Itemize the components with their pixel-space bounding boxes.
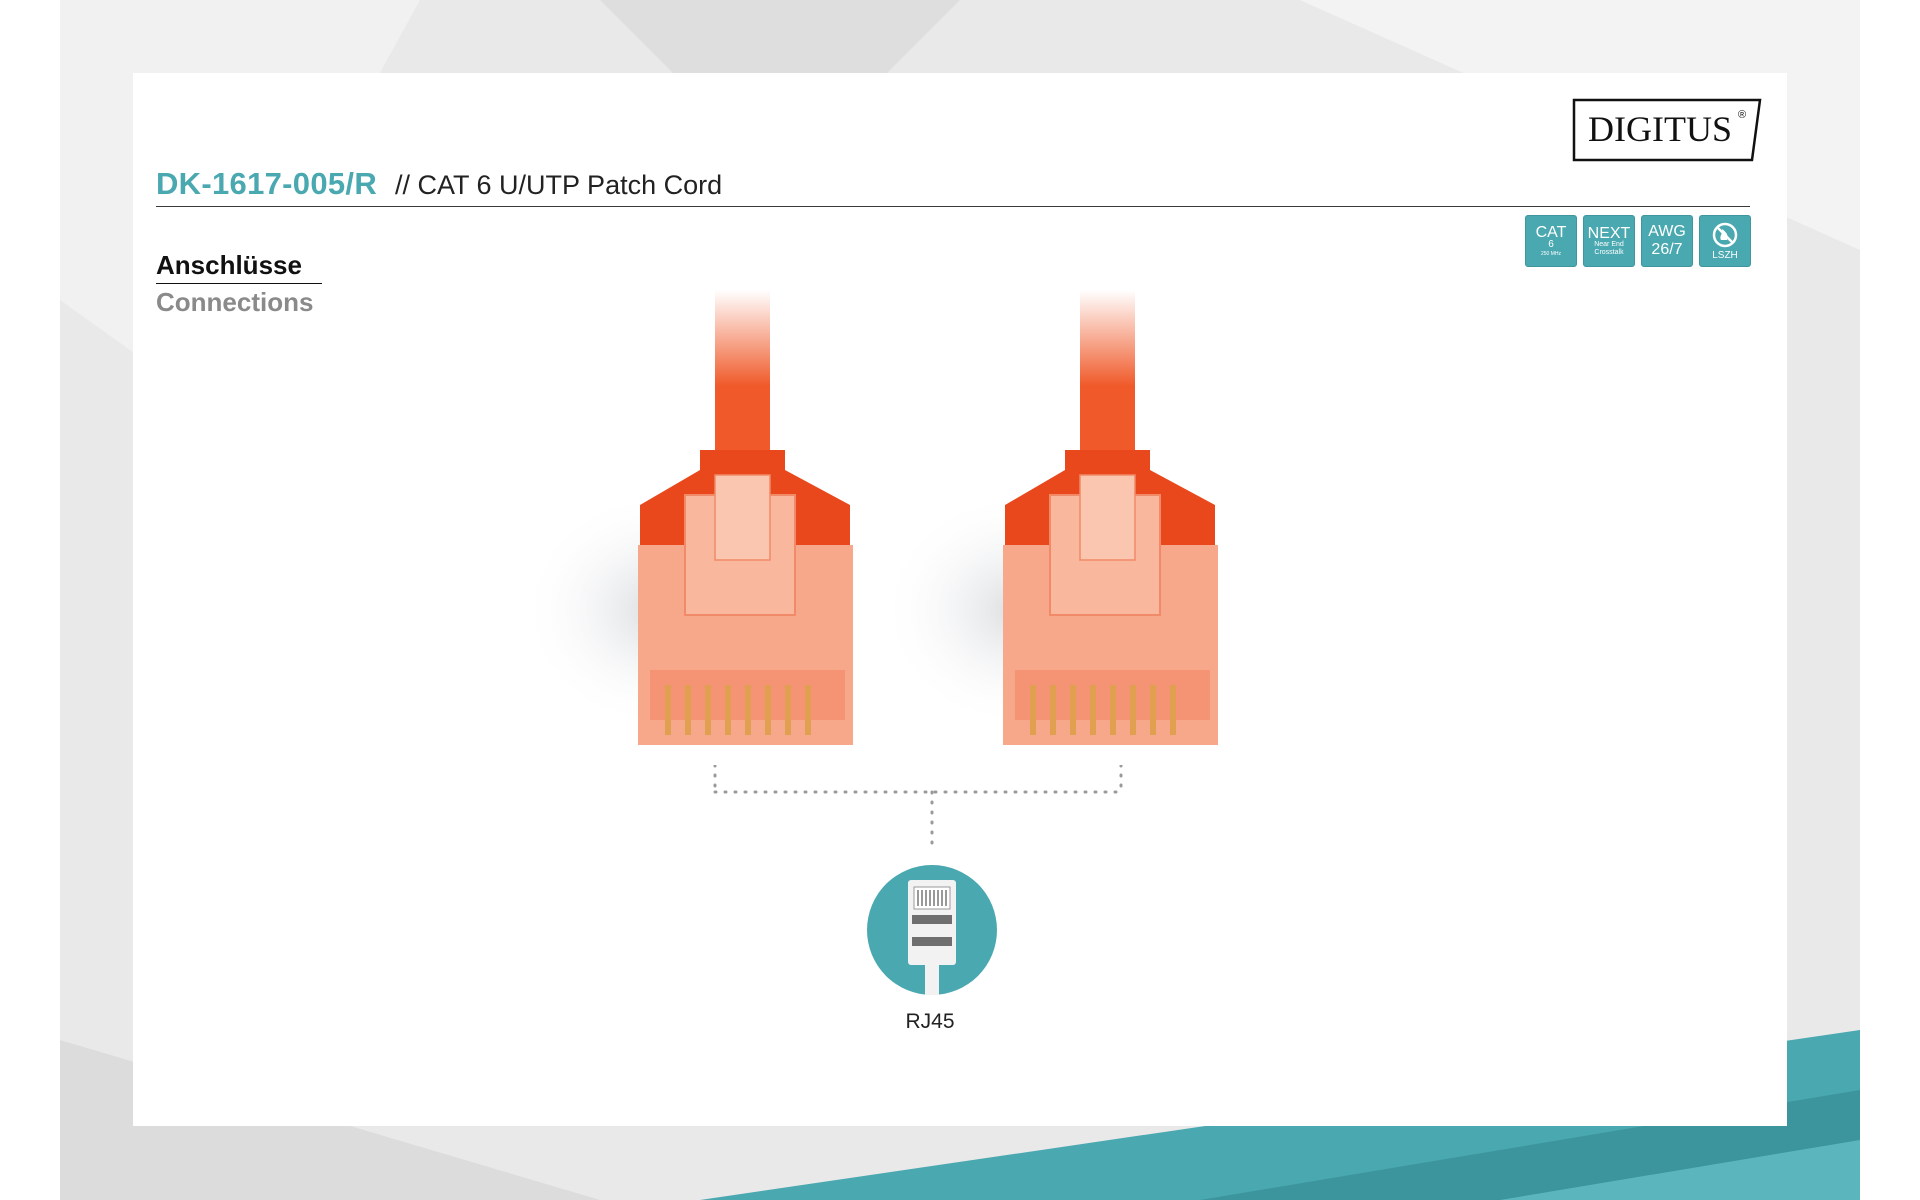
connection-diagram — [713, 765, 1123, 995]
logo-registered: ® — [1738, 109, 1746, 121]
badge-cat-freq: 250 MHz — [1540, 250, 1561, 257]
lszh-badge-icon: LSZH — [1699, 215, 1751, 267]
logo-text: DIGITUS — [1588, 109, 1732, 149]
product-model: DK-1617-005/R — [156, 166, 378, 201]
left-plug — [638, 290, 853, 745]
rj45-label: RJ45 — [905, 1010, 955, 1033]
rj45-plugs-illustration — [520, 290, 1218, 745]
cat6-badge-icon: CAT 6 250 MHz — [1525, 215, 1577, 267]
badge-awg-label: AWG — [1648, 223, 1686, 240]
badge-cat-number: 6 — [1548, 238, 1554, 250]
feature-badges: CAT 6 250 MHz NEXT Near End Crosstalk AW… — [1525, 215, 1751, 267]
awg-badge-icon: AWG 26/7 — [1641, 215, 1693, 267]
next-badge-icon: NEXT Near End Crosstalk — [1583, 215, 1635, 267]
section-title-de: Anschlüsse — [156, 250, 322, 284]
section-title-en: Connections — [156, 287, 314, 317]
rj45-plug-icon — [867, 865, 997, 995]
digitus-logo: DIGITUS ® — [1572, 98, 1762, 162]
badge-next-line2: Near End — [1594, 240, 1624, 248]
no-halogen-icon — [1712, 222, 1738, 247]
right-plug — [1003, 290, 1218, 745]
badge-cat-label: CAT — [1535, 223, 1567, 241]
badge-next-label: NEXT — [1587, 224, 1631, 242]
badge-lszh-label: LSZH — [1712, 249, 1738, 261]
badge-awg-value: 26/7 — [1651, 241, 1683, 258]
badge-next-line3: Crosstalk — [1594, 248, 1624, 256]
title-row: DK-1617-005/R // CAT 6 U/UTP Patch Cord — [156, 166, 1750, 207]
product-subtitle: // CAT 6 U/UTP Patch Cord — [395, 170, 723, 200]
